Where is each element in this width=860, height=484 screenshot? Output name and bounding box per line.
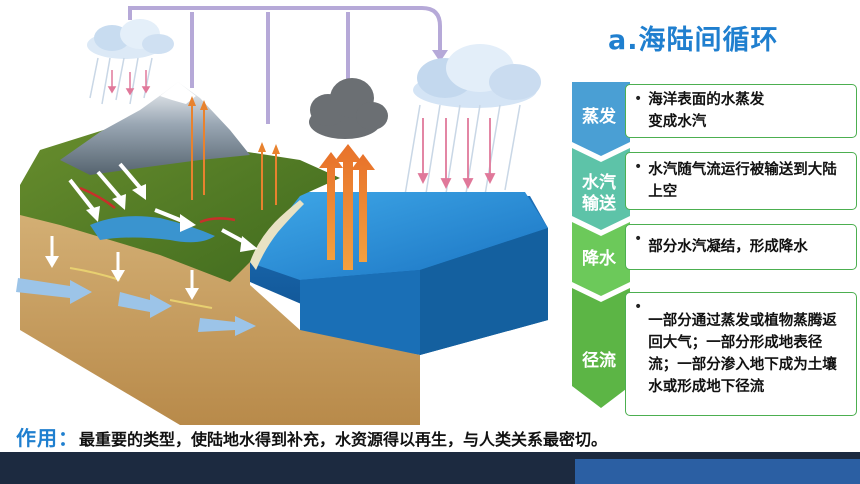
step-box-evaporation: • 海洋表面的水蒸发变成水汽 <box>625 84 857 138</box>
transport-arrowhead <box>432 50 448 62</box>
step-label-runoff: 径流 <box>582 351 616 372</box>
ocean <box>248 192 548 355</box>
chevron-evaporation <box>572 82 630 156</box>
surface-runoff-arrows <box>68 162 258 252</box>
step-text-precipitation: 部分水汽凝结，形成降水 <box>648 239 808 255</box>
storm-cloud <box>309 78 388 139</box>
step-text-evaporation: 海洋表面的水蒸发变成水汽 <box>648 92 765 130</box>
bullet: • <box>634 159 643 175</box>
step-box-transport: • 水汽随气流运行被输送到大陆上空 <box>625 152 857 210</box>
water-vapor-transport-lines <box>128 6 442 124</box>
water-cycle-diagram <box>16 6 548 425</box>
bullet: • <box>634 299 643 315</box>
groundwater-flow-arrows <box>16 278 256 336</box>
step-label-evaporation: 蒸发 <box>582 107 616 128</box>
cloud-right <box>413 44 541 108</box>
step-text-transport: 水汽随气流运行被输送到大陆上空 <box>648 162 837 200</box>
chevron-transport <box>572 148 630 230</box>
soil-flow-arrows <box>69 267 213 309</box>
step-box-precipitation: • 部分水汽凝结，形成降水 <box>625 224 857 270</box>
footer-accent-bar <box>575 459 860 484</box>
river-arrows <box>79 186 236 224</box>
step-box-runoff: • 一部分通过蒸发或植物蒸腾返回大气；一部分形成地表径流；一部分渗入地下成为土壤… <box>625 292 857 416</box>
step-chevron-column <box>572 82 630 408</box>
precipitation-arrows-left <box>107 70 151 96</box>
rain-left <box>89 57 153 105</box>
bullet: • <box>634 91 643 107</box>
bullet: • <box>634 231 643 247</box>
chevron-precipitation <box>572 222 630 296</box>
section-title: a.海陆间循环 <box>608 25 779 56</box>
land <box>20 82 420 425</box>
effect-statement: 作用：最重要的类型，使陆地水得到补充，水资源得以再生，与人类关系最密切。 <box>16 422 607 451</box>
transpiration-arrows <box>188 96 280 210</box>
evaporation-arrows <box>319 144 375 270</box>
step-text-runoff: 一部分通过蒸发或植物蒸腾返回大气；一部分形成地表径流；一部分渗入地下成为土壤水或… <box>648 313 837 395</box>
precipitation-arrows-right <box>417 118 496 190</box>
chevron-runoff <box>572 288 630 408</box>
effect-text: 最重要的类型，使陆地水得到补充，水资源得以再生，与人类关系最密切。 <box>79 430 608 449</box>
step-label-transport: 水汽输送 <box>582 172 616 214</box>
effect-label: 作用： <box>16 426 79 450</box>
infiltration-arrows <box>45 236 199 300</box>
cloud-left <box>87 19 174 59</box>
step-label-precipitation: 降水 <box>582 249 616 270</box>
